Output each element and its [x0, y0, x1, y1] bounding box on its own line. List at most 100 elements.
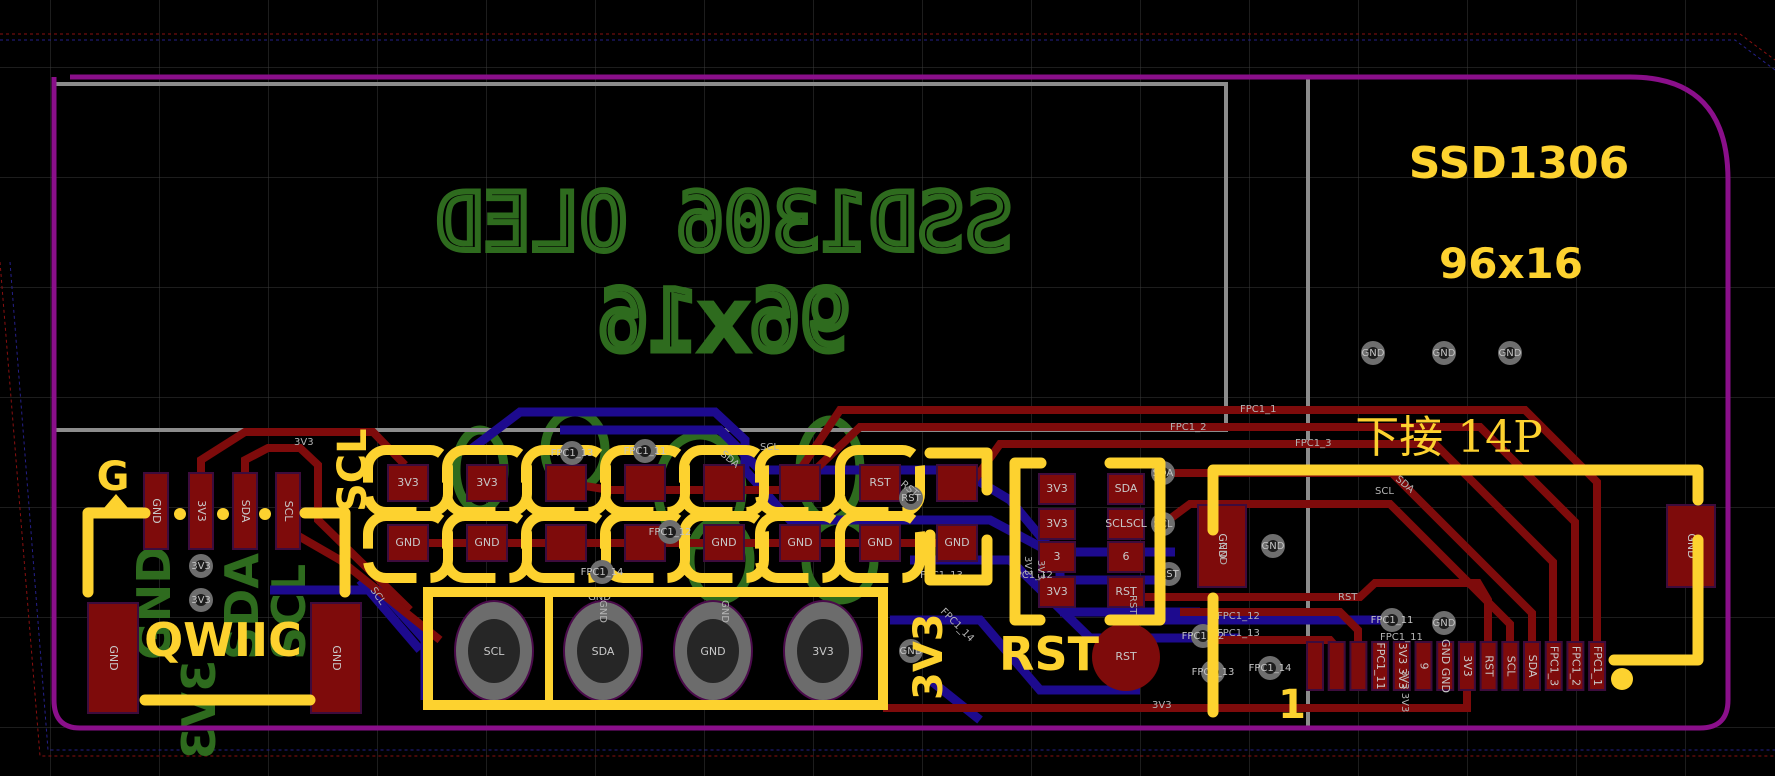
qwiic-pad-3[interactable]: SCL — [275, 472, 301, 550]
fpc-pad-5[interactable]: 3V3 3V3 — [1392, 641, 1411, 691]
header-top-pad-4[interactable] — [703, 464, 745, 502]
fpc-pad-6[interactable]: 9 — [1414, 641, 1433, 691]
ic-left-pad-1[interactable]: 3V3 — [1038, 508, 1076, 540]
pad-label: GND — [107, 645, 120, 670]
pad-label: 6 — [1123, 550, 1130, 563]
header-bottom-pad-2[interactable] — [545, 524, 587, 562]
fpc-pad-8[interactable]: 3V3 — [1457, 641, 1476, 691]
ic-right-pad-2[interactable]: 6 — [1107, 541, 1145, 573]
pad-copper — [1371, 641, 1390, 691]
via[interactable]: GND — [1261, 534, 1285, 558]
pad-copper — [1523, 641, 1541, 691]
fpc-pad-4[interactable]: FPC1_11 — [1371, 641, 1390, 691]
via[interactable]: 3V3 — [189, 554, 213, 578]
via[interactable]: GND — [1361, 341, 1385, 365]
header-bottom-pad-1[interactable]: GND — [466, 524, 508, 562]
through-hole-0[interactable]: SCL — [454, 600, 534, 702]
fpc-pad-1[interactable] — [1306, 641, 1324, 691]
pad-copper — [703, 524, 745, 562]
ic-left-pad-2[interactable]: 3 — [1038, 541, 1076, 573]
via[interactable]: FPC1_11 — [1371, 608, 1414, 632]
top-silk-subtitle: 96x16 — [1439, 239, 1583, 288]
fpc-pad-14[interactable]: FPC1_1 — [1588, 641, 1607, 691]
ic-right-pad-3[interactable]: RST — [1107, 576, 1145, 608]
fpc-mount-pad-1[interactable]: GND — [1666, 504, 1716, 588]
ic-right-pad-1[interactable]: SCLSCL — [1105, 508, 1148, 540]
header-bottom-pad-3[interactable] — [624, 524, 666, 562]
header-top-pad-3[interactable] — [624, 464, 666, 502]
pad-label: 3V3 — [397, 476, 419, 489]
fpc-pad-7[interactable]: GND GND — [1436, 639, 1455, 693]
header-bottom-pad-6[interactable]: GND — [859, 524, 901, 562]
pad-label: GND — [787, 536, 812, 549]
qwiic-pad-1[interactable]: 3V3 — [188, 472, 214, 550]
header-top-pad-1[interactable]: 3V3 — [466, 464, 508, 502]
fpc-pad-12[interactable]: FPC1_3 — [1544, 641, 1563, 691]
pad-label: SCL — [1504, 656, 1517, 678]
header-top-pad-6[interactable]: RST — [859, 464, 901, 502]
via-label: RST — [901, 493, 921, 504]
top-silkscreen: SSD1306 96x16 下接 14P QWIIC G SCL 3V3 RST… — [82, 138, 1704, 728]
pad-copper — [1436, 641, 1455, 691]
via[interactable]: 3V3 — [189, 588, 213, 612]
fpc-pad-3[interactable] — [1349, 641, 1368, 691]
via[interactable]: FPC1_11 — [624, 439, 667, 463]
via-label: FPC1_11 — [1371, 615, 1414, 626]
ic-left-pad-3[interactable]: 3V3 — [1038, 576, 1076, 608]
fpc-pad-9[interactable]: RST — [1479, 641, 1498, 691]
net-label: FPC1_11 — [1380, 632, 1423, 643]
fpc-mount-pad-0[interactable]: GND — [1197, 504, 1247, 588]
fpc-pad-10[interactable]: SCL — [1501, 641, 1520, 691]
via[interactable]: GND — [1432, 341, 1456, 365]
via[interactable]: GND — [1498, 341, 1522, 365]
net-label: FPC1_12 — [1217, 611, 1260, 622]
header-bottom-pad-4[interactable]: GND — [703, 524, 745, 562]
header-top-pad-5[interactable] — [779, 464, 821, 502]
via[interactable]: FPC1_14 — [1249, 656, 1292, 680]
qwiic-mount-pad-0[interactable]: GND — [87, 602, 139, 714]
header-top-pad-0[interactable]: 3V3 — [387, 464, 429, 502]
pin1-marker: 1 — [1278, 682, 1306, 728]
via[interactable]: FPC1_12 — [649, 520, 692, 544]
net-label: 3V3 — [1022, 556, 1033, 576]
rst-button-pad[interactable]: RST — [1092, 623, 1160, 691]
header-top-pad-2[interactable] — [545, 464, 587, 502]
pad-copper — [624, 464, 666, 502]
via[interactable]: RST — [899, 486, 923, 510]
pad-copper — [545, 524, 587, 562]
via[interactable]: FPC1_14 — [581, 560, 624, 584]
bottom-silk-qwiic-scl: SCL — [262, 564, 316, 660]
net-label: RST — [1338, 592, 1358, 603]
fpc-pad-11[interactable]: SDA — [1523, 641, 1541, 691]
pad-label: 3V3 — [1046, 482, 1068, 495]
through-hole-1[interactable]: SDA — [563, 600, 643, 702]
via-label: GND — [1262, 541, 1285, 552]
header-bottom-pad-0[interactable]: GND — [387, 524, 429, 562]
header-bottom-pad-5[interactable]: GND — [779, 524, 821, 562]
pad-copper — [1392, 641, 1411, 691]
header-top-pad-7[interactable] — [936, 464, 978, 502]
through-hole-3[interactable]: 3V3 — [783, 600, 863, 702]
pad-copper — [1038, 473, 1076, 505]
via[interactable]: GND — [899, 639, 923, 663]
ic-right-pad-0[interactable]: SDA — [1107, 473, 1145, 505]
pad-label: SDA — [239, 500, 252, 523]
v33-marker: 3V3 — [906, 613, 952, 700]
through-hole-2[interactable]: GND — [673, 600, 753, 702]
pad-copper — [1349, 641, 1368, 691]
via[interactable]: GND — [1432, 611, 1456, 635]
header-bottom-pad-7[interactable]: GND — [936, 524, 978, 562]
pad-label: GND — [474, 536, 499, 549]
pad-copper — [1107, 508, 1145, 540]
qwiic-pad-2[interactable]: SDA — [232, 472, 258, 550]
fpc-pad-13[interactable]: FPC1_2 — [1566, 641, 1585, 691]
fpc-pad-2[interactable] — [1327, 641, 1346, 691]
via[interactable]: FPC1_13 — [551, 441, 594, 465]
qwiic-mount-pad-1[interactable]: GND — [310, 602, 362, 714]
via-label: 3V3 — [191, 561, 211, 572]
pad-copper — [1414, 641, 1433, 691]
via-label: 3V3 — [191, 595, 211, 606]
ic-left-pad-0[interactable]: 3V3 — [1038, 473, 1076, 505]
pad-label: GND — [150, 498, 163, 523]
